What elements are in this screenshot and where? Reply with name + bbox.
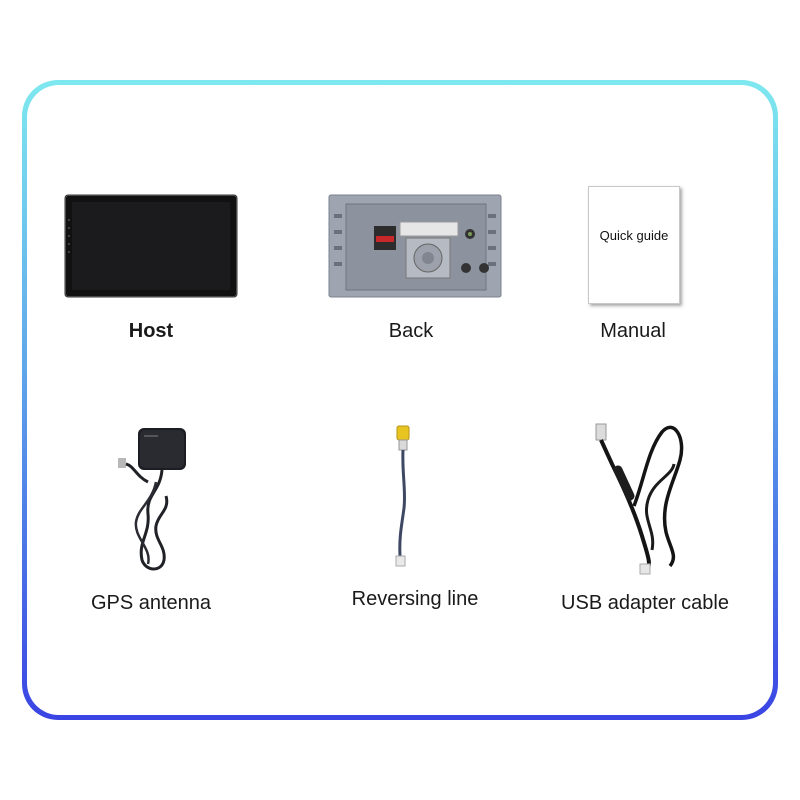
reversing-line-icon [395,425,410,567]
manual-label: Manual [600,320,666,342]
gps-antenna-label: GPS antenna [90,592,212,614]
reversing-line-image [388,424,418,570]
head-unit-screen-icon [64,194,238,298]
usb-cable-label: USB adapter cable [561,592,729,614]
host-image [64,194,238,298]
reversing-line-label: Reversing line [351,588,479,610]
package-frame-inner [27,85,773,715]
manual-booklet: Quick guide [588,186,680,304]
host-label: Host [128,320,174,342]
package-frame [22,80,778,720]
back-image [328,194,502,298]
back-panel-icon [328,194,502,298]
gps-antenna-image [108,422,198,582]
usb-cable-icon [595,423,684,575]
gps-antenna-icon [118,428,186,571]
manual-image: Quick guide [588,186,680,304]
manual-booklet-text: Quick guide [599,227,669,243]
usb-cable-image [582,420,692,576]
back-label: Back [388,320,434,342]
